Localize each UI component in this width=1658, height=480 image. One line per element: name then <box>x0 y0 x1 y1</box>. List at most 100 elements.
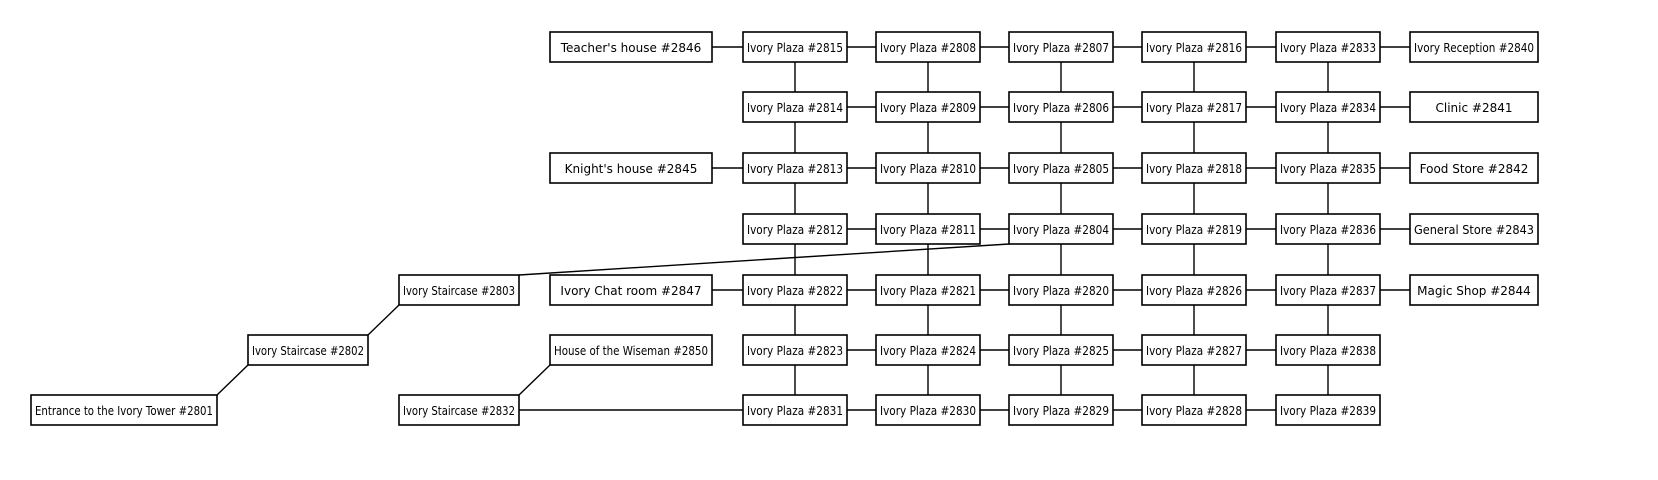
connection-2802-2803 <box>367 304 400 336</box>
room-box <box>549 334 713 366</box>
room-label: Ivory Plaza #2808 <box>880 41 976 55</box>
room-node-2836: Ivory Plaza #2836 <box>1275 213 1381 245</box>
room-node-2843: General Store #2843 <box>1409 213 1539 245</box>
room-label: Entrance to the Ivory Tower #2801 <box>35 404 213 418</box>
room-node-2840: Ivory Reception #2840 <box>1409 31 1539 63</box>
room-node-2805: Ivory Plaza #2805 <box>1008 152 1114 184</box>
room-label: Ivory Plaza #2828 <box>1146 404 1242 418</box>
room-label: Ivory Plaza #2807 <box>1013 41 1109 55</box>
room-box <box>875 213 981 245</box>
room-node-2803: Ivory Staircase #2803 <box>398 274 520 306</box>
room-label: Ivory Plaza #2839 <box>1280 404 1376 418</box>
room-label: Ivory Plaza #2834 <box>1280 101 1376 115</box>
room-node-2807: Ivory Plaza #2807 <box>1008 31 1114 63</box>
room-node-2806: Ivory Plaza #2806 <box>1008 91 1114 123</box>
room-label: Food Store #2842 <box>1420 162 1529 176</box>
room-node-2827: Ivory Plaza #2827 <box>1141 334 1247 366</box>
room-box <box>1141 334 1247 366</box>
room-box <box>742 394 848 426</box>
room-label: Ivory Staircase #2802 <box>252 344 364 358</box>
room-box <box>742 31 848 63</box>
room-node-2801: Entrance to the Ivory Tower #2801 <box>30 394 218 426</box>
room-node-2847: Ivory Chat room #2847 <box>549 274 713 306</box>
room-box <box>1409 31 1539 63</box>
room-label: Ivory Plaza #2829 <box>1013 404 1109 418</box>
room-label: Ivory Plaza #2806 <box>1013 101 1109 115</box>
room-node-2824: Ivory Plaza #2824 <box>875 334 981 366</box>
room-label: Clinic #2841 <box>1436 101 1513 115</box>
room-node-2804: Ivory Plaza #2804 <box>1008 213 1114 245</box>
room-box <box>398 394 520 426</box>
room-box <box>1008 152 1114 184</box>
room-node-2816: Ivory Plaza #2816 <box>1141 31 1247 63</box>
room-label: Ivory Plaza #2805 <box>1013 162 1109 176</box>
room-box <box>1008 91 1114 123</box>
room-node-2839: Ivory Plaza #2839 <box>1275 394 1381 426</box>
room-label: Ivory Plaza #2814 <box>747 101 843 115</box>
room-node-2828: Ivory Plaza #2828 <box>1141 394 1247 426</box>
room-node-2813: Ivory Plaza #2813 <box>742 152 848 184</box>
room-label: Ivory Plaza #2824 <box>880 344 976 358</box>
room-label: Ivory Staircase #2832 <box>403 404 515 418</box>
room-box <box>875 394 981 426</box>
room-label: Ivory Plaza #2821 <box>880 284 976 298</box>
room-label: Ivory Plaza #2819 <box>1146 223 1242 237</box>
connection-2801-2802 <box>216 364 249 396</box>
room-label: Ivory Plaza #2809 <box>880 101 976 115</box>
room-node-2829: Ivory Plaza #2829 <box>1008 394 1114 426</box>
room-node-2831: Ivory Plaza #2831 <box>742 394 848 426</box>
connection-2803-2804 <box>518 243 1010 276</box>
room-box <box>1409 274 1539 306</box>
room-box <box>1141 91 1247 123</box>
room-node-2834: Ivory Plaza #2834 <box>1275 91 1381 123</box>
room-node-2846: Teacher's house #2846 <box>549 31 713 63</box>
room-label: Ivory Plaza #2822 <box>747 284 843 298</box>
room-node-2815: Ivory Plaza #2815 <box>742 31 848 63</box>
room-node-2822: Ivory Plaza #2822 <box>742 274 848 306</box>
connection-2832-2850 <box>518 364 551 396</box>
room-node-2841: Clinic #2841 <box>1409 91 1539 123</box>
room-node-2814: Ivory Plaza #2814 <box>742 91 848 123</box>
room-box <box>247 334 369 366</box>
room-label: Ivory Plaza #2831 <box>747 404 843 418</box>
room-node-2810: Ivory Plaza #2810 <box>875 152 981 184</box>
room-node-2825: Ivory Plaza #2825 <box>1008 334 1114 366</box>
room-label: Ivory Plaza #2810 <box>880 162 976 176</box>
room-label: Ivory Plaza #2804 <box>1013 223 1109 237</box>
room-node-2823: Ivory Plaza #2823 <box>742 334 848 366</box>
room-label: Ivory Staircase #2803 <box>403 284 515 298</box>
room-node-2835: Ivory Plaza #2835 <box>1275 152 1381 184</box>
room-label: Ivory Plaza #2813 <box>747 162 843 176</box>
room-node-2821: Ivory Plaza #2821 <box>875 274 981 306</box>
room-box <box>1008 31 1114 63</box>
room-box <box>1409 213 1539 245</box>
room-box <box>1008 334 1114 366</box>
room-box <box>742 274 848 306</box>
room-box <box>1141 274 1247 306</box>
room-node-2837: Ivory Plaza #2837 <box>1275 274 1381 306</box>
room-box <box>549 31 713 63</box>
room-box <box>549 152 713 184</box>
room-label: Ivory Reception #2840 <box>1414 41 1534 55</box>
room-box <box>742 152 848 184</box>
room-label: Ivory Plaza #2820 <box>1013 284 1109 298</box>
room-label: Ivory Plaza #2837 <box>1280 284 1376 298</box>
room-node-2826: Ivory Plaza #2826 <box>1141 274 1247 306</box>
room-label: Magic Shop #2844 <box>1417 284 1531 298</box>
room-box <box>1141 31 1247 63</box>
room-label: Ivory Plaza #2836 <box>1280 223 1376 237</box>
room-label: Ivory Plaza #2830 <box>880 404 976 418</box>
room-box <box>1409 91 1539 123</box>
room-node-2820: Ivory Plaza #2820 <box>1008 274 1114 306</box>
room-node-2802: Ivory Staircase #2802 <box>247 334 369 366</box>
room-label: Knight's house #2845 <box>565 162 698 176</box>
room-node-2830: Ivory Plaza #2830 <box>875 394 981 426</box>
room-box <box>1141 394 1247 426</box>
room-label: Ivory Plaza #2827 <box>1146 344 1242 358</box>
room-node-2817: Ivory Plaza #2817 <box>1141 91 1247 123</box>
room-box <box>1409 152 1539 184</box>
room-node-2818: Ivory Plaza #2818 <box>1141 152 1247 184</box>
room-node-2819: Ivory Plaza #2819 <box>1141 213 1247 245</box>
